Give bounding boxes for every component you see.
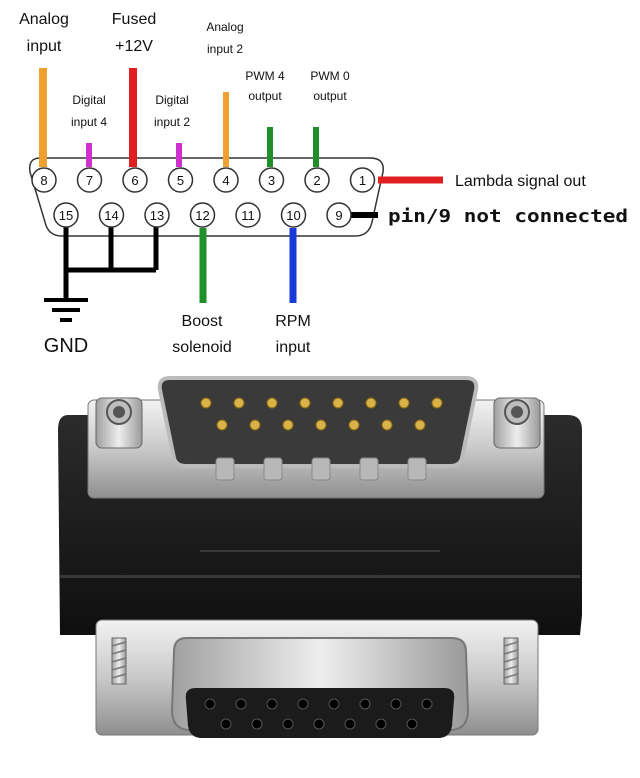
socket-hole [235, 698, 247, 710]
label-pwm0-line2: output [313, 89, 347, 103]
top-screw-left-icon [95, 397, 143, 449]
label-rpm-line2: input [276, 339, 311, 356]
bottom-screw-left-icon [111, 637, 127, 685]
pin-8-circle [31, 167, 57, 193]
label-boost-line2: solenoid [172, 339, 232, 356]
label-rpm-line1: RPM [275, 313, 311, 330]
label-fused-line2: +12V [115, 38, 153, 55]
male-pin [233, 397, 245, 409]
pin-14-circle [98, 202, 125, 228]
label-fused-line1: Fused [112, 11, 156, 28]
label-digital-input4-line1: Digital [72, 93, 105, 107]
pin-1-label: 1 [359, 173, 366, 188]
pin-4-circle [213, 167, 239, 193]
label-digital-input4-line2: input 4 [71, 115, 107, 129]
pin-4-label: 4 [222, 173, 229, 188]
pin-13-circle [144, 202, 170, 228]
pin-5-label: 5 [177, 173, 184, 188]
male-pin [315, 419, 327, 431]
pin-7-label: 7 [86, 173, 93, 188]
socket-hole [375, 718, 387, 730]
male-pin [299, 397, 311, 409]
label-lambda: Lambda signal out [455, 173, 586, 190]
pin-9-circle [326, 202, 352, 228]
pinout-diagram: 8 7 6 5 4 3 2 1 15 14 13 12 11 10 9 Analog input Fuse… [19, 11, 628, 357]
socket-hole [359, 698, 371, 710]
pin-15-label: 15 [59, 208, 73, 223]
label-pwm4-line2: output [248, 89, 282, 103]
ground-wiring [63, 227, 159, 300]
pin-11-circle [235, 202, 261, 228]
label-analog-input-line2: input [27, 38, 62, 55]
socket-hole [297, 698, 309, 710]
pin-15-circle [53, 202, 79, 228]
pin-2-label: 2 [313, 173, 320, 188]
male-pin [381, 419, 393, 431]
male-pin [200, 397, 212, 409]
pin-13-label: 13 [150, 208, 164, 223]
socket-hole [328, 698, 340, 710]
pin-10-circle [280, 202, 307, 228]
male-pin [216, 419, 228, 431]
pins-top-row: 8 7 6 5 4 3 2 1 [31, 167, 376, 193]
socket-hole [282, 718, 294, 730]
pins-bottom-row: 15 14 13 12 11 10 9 [53, 202, 352, 228]
socket-hole [220, 718, 232, 730]
pin-5-circle [167, 167, 194, 193]
male-pin [249, 419, 261, 431]
label-pin9: pin/9 not connected [388, 206, 628, 227]
pin-2-circle [304, 167, 330, 193]
label-pwm4-line1: PWM 4 [245, 69, 285, 83]
pin-11-label: 11 [241, 208, 255, 223]
pin-9-label: 9 [335, 208, 342, 223]
label-pwm0-line1: PWM 0 [310, 69, 350, 83]
socket-hole [266, 698, 278, 710]
label-analog-input-line1: Analog [19, 11, 69, 28]
ground-symbol-icon [44, 298, 88, 322]
female-socket-face [185, 688, 455, 738]
socket-hole [204, 698, 216, 710]
label-analog-input2-line1: Analog [206, 20, 243, 34]
pin-3-circle [258, 167, 285, 193]
pin-7-circle [76, 167, 103, 193]
label-analog-input2-line2: input 2 [207, 42, 243, 56]
label-digital-input2-line2: input 2 [154, 115, 190, 129]
male-pin [282, 419, 294, 431]
socket-hole [390, 698, 402, 710]
pin-14-label: 14 [104, 208, 118, 223]
pin-12-circle [189, 202, 216, 228]
pin-8-label: 8 [40, 173, 47, 188]
male-pin [365, 397, 377, 409]
pin-6-label: 6 [131, 173, 138, 188]
socket-hole [406, 718, 418, 730]
pin-6-circle [122, 167, 148, 193]
pin-1-circle [349, 167, 376, 193]
male-pin [398, 397, 410, 409]
socket-hole [421, 698, 433, 710]
pin-3-label: 3 [268, 173, 275, 188]
pin-12-label: 12 [195, 208, 209, 223]
label-boost-line1: Boost [182, 313, 223, 330]
male-pin [266, 397, 278, 409]
pin-10-label: 10 [286, 208, 300, 223]
female-socket-holes [204, 698, 433, 730]
socket-hole [344, 718, 356, 730]
male-pin [348, 419, 360, 431]
socket-hole [313, 718, 325, 730]
bottom-screw-right-icon [503, 637, 519, 685]
top-screw-right-icon [493, 397, 541, 449]
label-digital-input2-line1: Digital [155, 93, 188, 107]
flange-dimples [215, 457, 427, 481]
body-seam-line [200, 550, 440, 552]
male-pin [332, 397, 344, 409]
male-pin [431, 397, 443, 409]
male-pins [200, 397, 443, 431]
male-pin [414, 419, 426, 431]
socket-hole [251, 718, 263, 730]
label-gnd: GND [44, 335, 88, 357]
db15-right-angle-adapter-image [58, 376, 582, 738]
